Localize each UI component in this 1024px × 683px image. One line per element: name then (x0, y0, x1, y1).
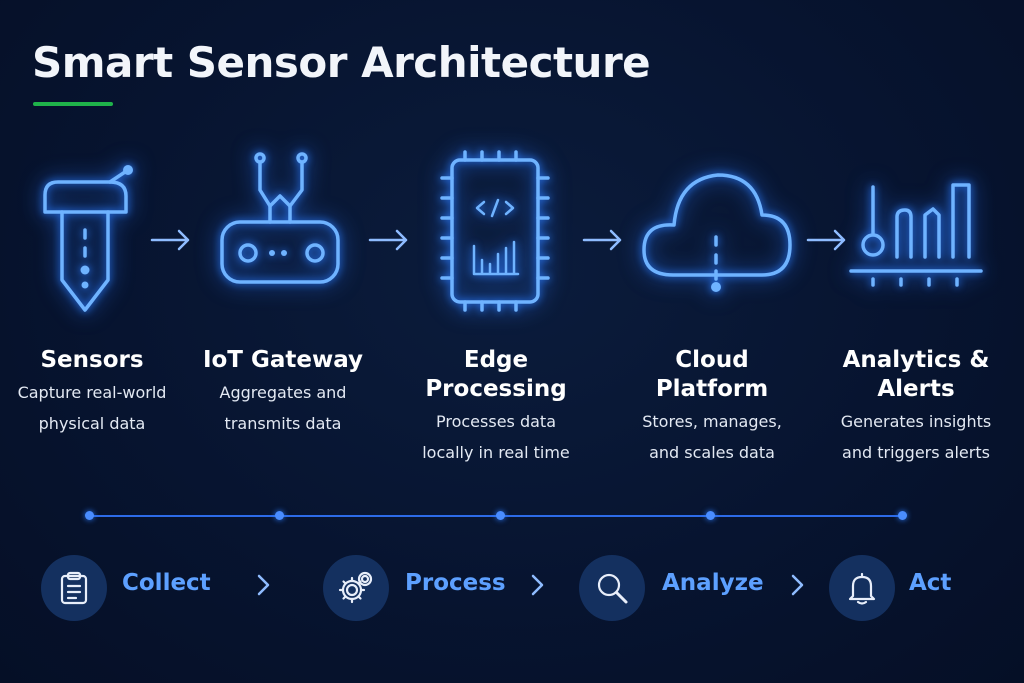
title-underline (33, 102, 113, 106)
stage-title: Sensors (40, 347, 144, 373)
timeline-dot (706, 511, 715, 520)
stage-desc: and scales data (649, 443, 775, 462)
chevron-right-icon (531, 574, 544, 596)
step-label-analyze: Analyze (662, 570, 764, 596)
router-icon (220, 152, 340, 284)
stage-desc: Aggregates and (219, 383, 347, 402)
stage-desc: Capture real-world (17, 383, 167, 402)
timeline-dot (85, 511, 94, 520)
clipboard-icon (60, 571, 88, 605)
cloud-icon (642, 173, 792, 292)
step-label-act: Act (909, 570, 952, 596)
stage-desc: Generates insights (840, 412, 992, 431)
stage-sensors: Sensors Capture real-world physical data (2, 346, 182, 439)
flow-arrow-1 (150, 229, 190, 251)
chevron-right-icon (257, 574, 270, 596)
stage-title: Cloud (675, 347, 749, 373)
stage-title: Processing (425, 376, 567, 402)
chevron-right-icon (791, 574, 804, 596)
step-process-circle (323, 555, 389, 621)
analytics-chart-icon (849, 183, 983, 287)
chip-icon (440, 150, 550, 312)
stage-desc: physical data (38, 414, 146, 433)
flow-arrow-4 (806, 229, 846, 251)
stage-iot-gateway: IoT Gateway Aggregates and transmits dat… (190, 346, 376, 439)
gears-icon (338, 571, 373, 604)
flow-arrow-2 (368, 229, 408, 251)
bell-icon (848, 572, 876, 605)
stage-desc: Stores, manages, (642, 412, 782, 431)
stage-analytics-alerts: Analytics & Alerts Generates insights an… (818, 346, 1014, 468)
stage-title: Alerts (877, 376, 955, 402)
stage-desc: transmits data (224, 414, 342, 433)
stage-desc: Processes data (436, 412, 556, 431)
step-analyze-circle (579, 555, 645, 621)
step-act-circle (829, 555, 895, 621)
stage-title: Platform (655, 376, 769, 402)
stage-cloud-platform: Cloud Platform Stores, manages, and scal… (614, 346, 810, 468)
stage-title: Analytics & (842, 347, 990, 373)
flow-arrow-3 (582, 229, 622, 251)
timeline-dot (898, 511, 907, 520)
timeline-dot (496, 511, 505, 520)
timeline-dot (275, 511, 284, 520)
step-collect-circle (41, 555, 107, 621)
stage-desc: and triggers alerts (842, 443, 990, 462)
step-label-collect: Collect (122, 570, 211, 596)
stage-desc: locally in real time (422, 443, 570, 462)
stage-edge-processing: Edge Processing Processes data locally i… (398, 346, 594, 468)
step-label-process: Process (405, 570, 506, 596)
sensor-probe-icon (43, 165, 133, 312)
stage-title: IoT Gateway (202, 347, 364, 373)
magnifier-icon (597, 573, 628, 604)
stage-title: Edge (463, 347, 529, 373)
page-title: Smart Sensor Architecture (32, 38, 651, 87)
